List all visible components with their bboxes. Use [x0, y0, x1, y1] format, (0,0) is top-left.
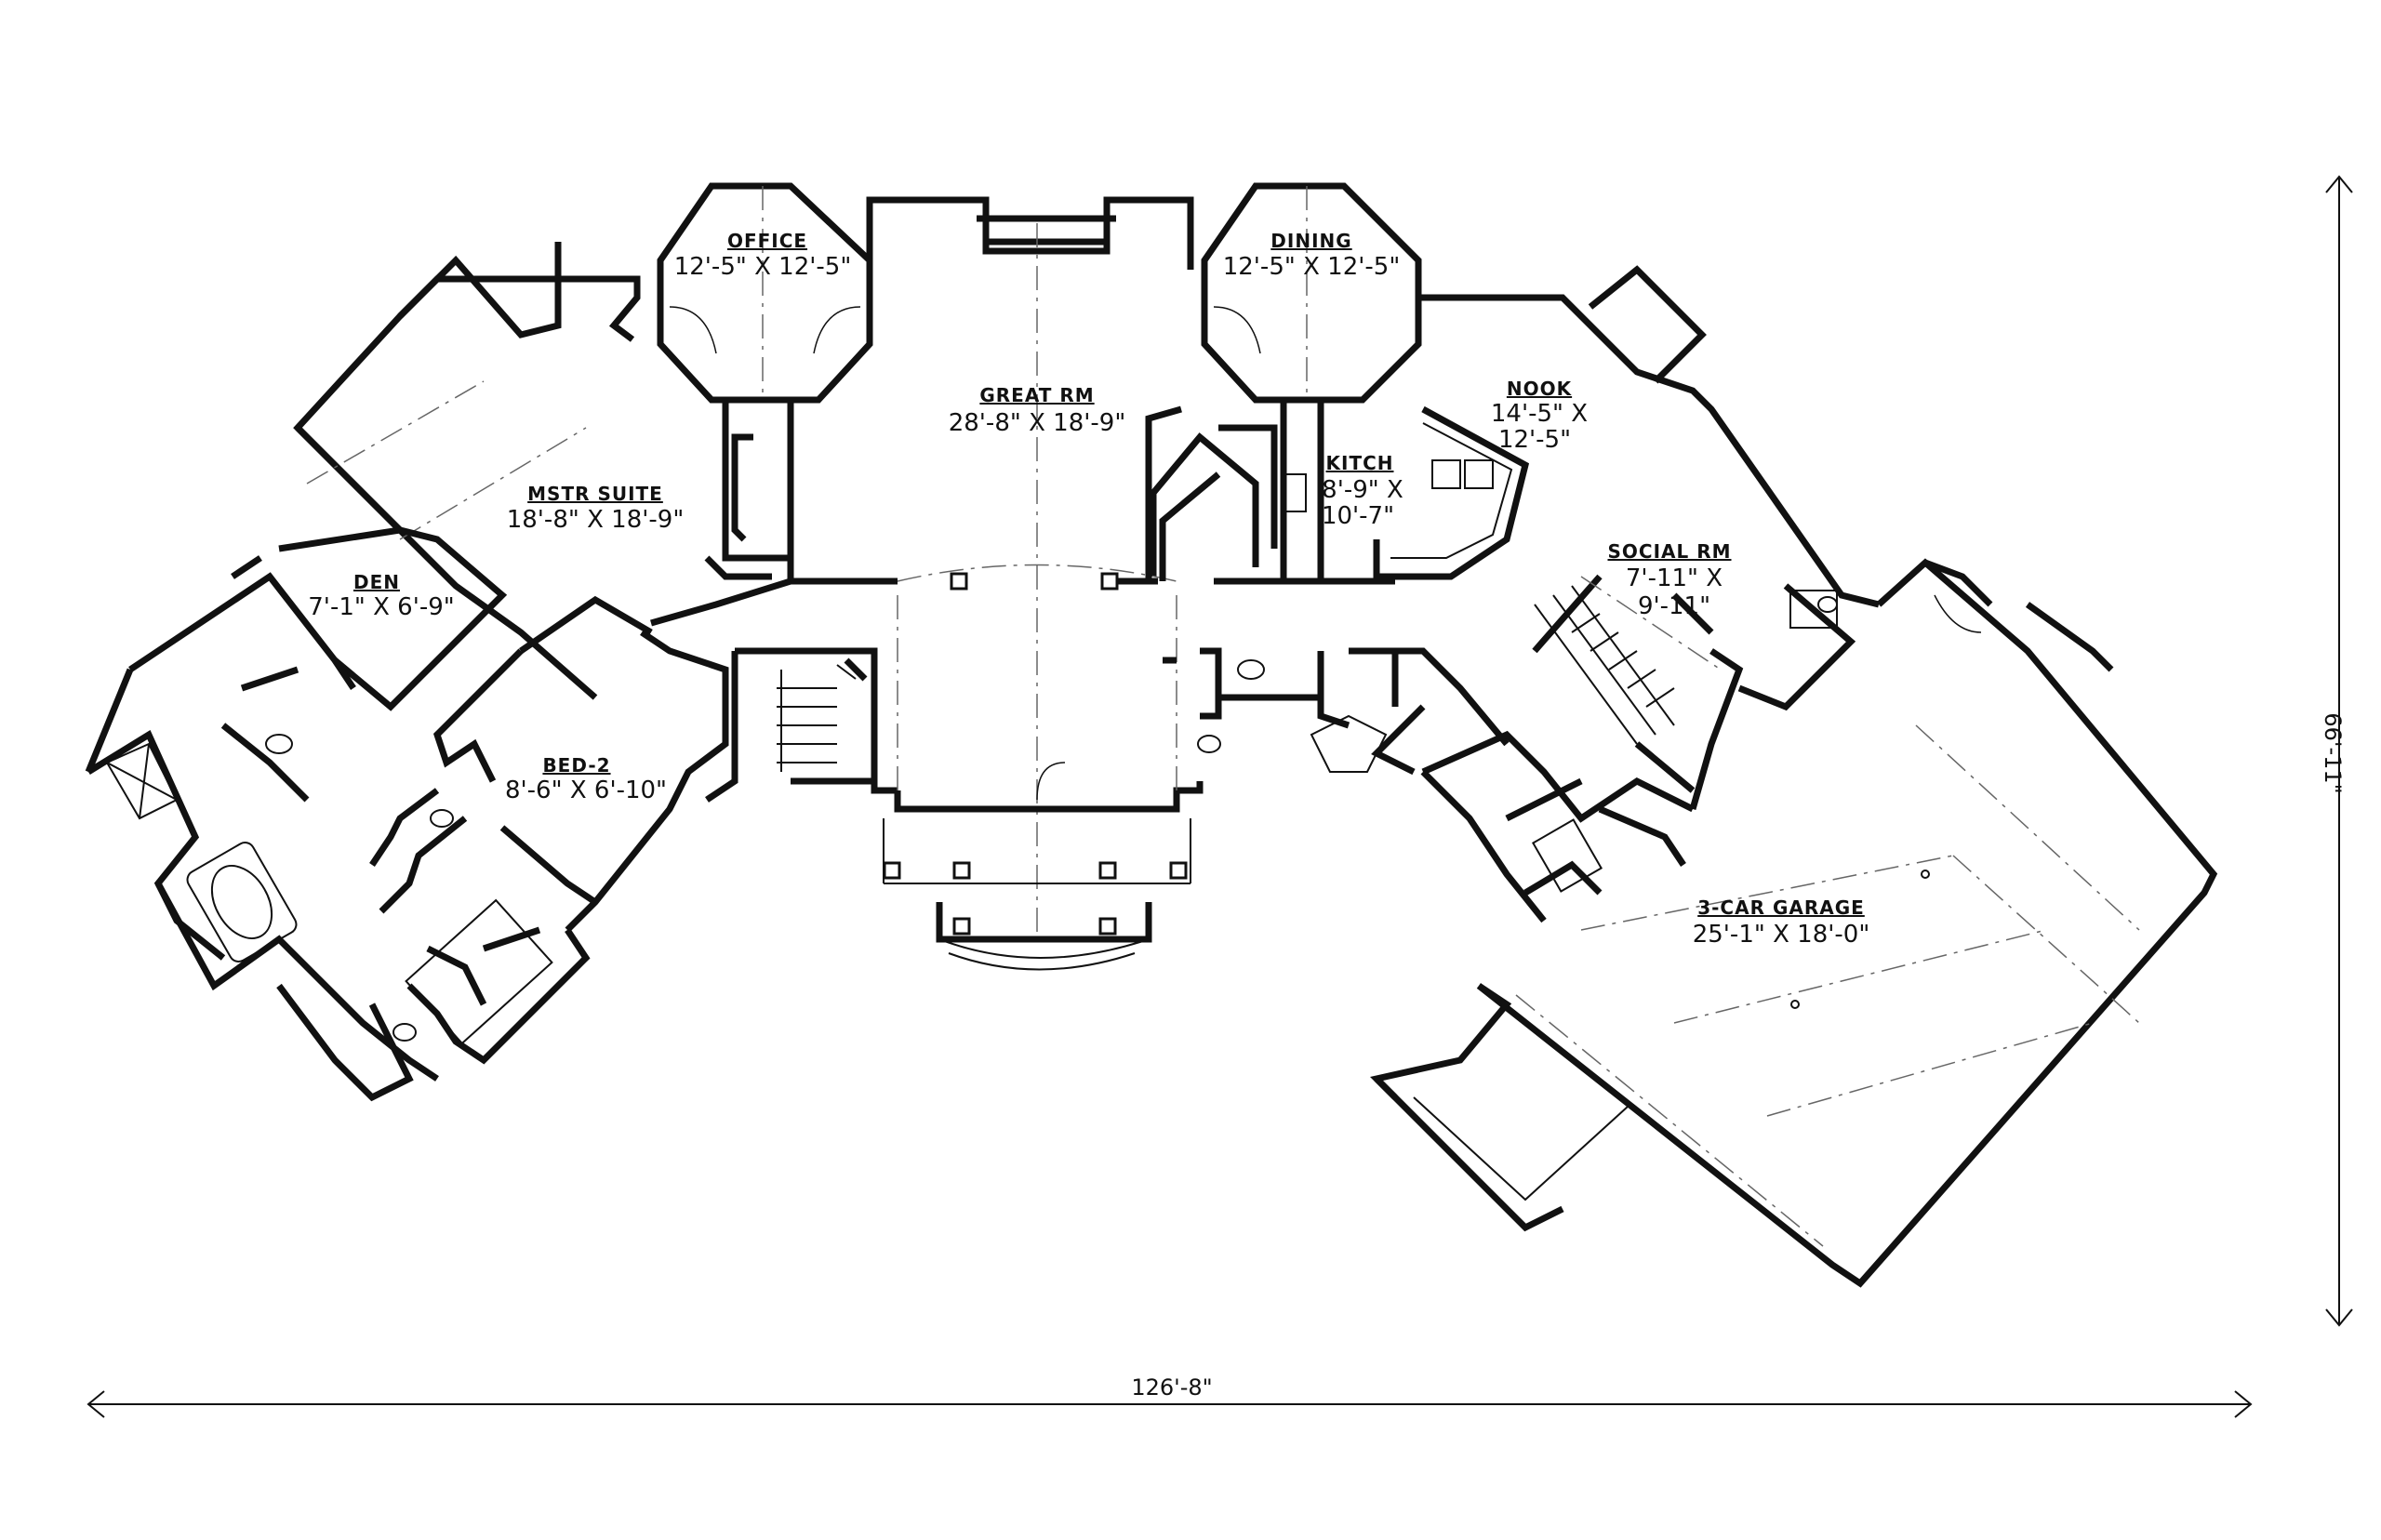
kitchen-dims-1: 8'-9" X [1322, 476, 1403, 504]
foyer-walls [871, 595, 1222, 971]
great-room-dims: 28'-8" X 18'-9" [949, 409, 1126, 437]
office-octagon [657, 182, 873, 404]
den-walls [231, 526, 508, 711]
nook-name: NOOK [1507, 378, 1573, 400]
bed2-walls [369, 595, 729, 1065]
garage-name: 3-CAR GARAGE [1697, 896, 1865, 919]
nook-dims-1: 14'-5" X [1491, 400, 1588, 428]
overall-width-label: 126'-8" [1131, 1374, 1212, 1401]
overall-depth-label: 66'-11" [2320, 712, 2346, 793]
kitchen-nook-walls [1159, 265, 1880, 608]
office-dims: 12'-5" X 12'-5" [674, 253, 852, 281]
den-dims: 7'-1" X 6'-9" [308, 593, 455, 621]
kitchen-dims-2: 10'-7" [1322, 502, 1394, 530]
room-labels: OFFICE 12'-5" X 12'-5" DINING 12'-5" X 1… [308, 230, 1869, 949]
great-room-name: GREAT RM [979, 384, 1094, 406]
den-name: DEN [353, 571, 400, 593]
social-room-name: SOCIAL RM [1607, 540, 1731, 563]
kitchen-name: KITCH [1326, 452, 1394, 474]
office-name: OFFICE [727, 230, 807, 252]
master-suite-name: MSTR SUITE [527, 483, 663, 505]
bed2-dims: 8'-6" X 6'-10" [505, 777, 667, 804]
overall-width-dimension [86, 1390, 2253, 1418]
dining-octagon [1201, 182, 1422, 404]
overall-depth-dimension [2325, 175, 2353, 1327]
dining-name: DINING [1270, 230, 1351, 252]
center-stair [705, 647, 878, 803]
master-suite-dims: 18'-8" X 18'-9" [507, 506, 685, 534]
social-room-dims-1: 7'-11" X [1626, 564, 1723, 592]
dining-dims: 12'-5" X 12'-5" [1223, 253, 1401, 281]
service-walls [1197, 574, 1856, 923]
nook-dims-2: 12'-5" [1498, 426, 1571, 454]
porch-columns [883, 572, 1188, 936]
master-bath-walls [85, 572, 439, 1102]
garage-dims: 25'-1" X 18'-0" [1693, 921, 1870, 949]
social-room-dims-2: 9'-11" [1638, 592, 1710, 620]
master-suite-walls [293, 242, 792, 700]
bed2-name: BED-2 [542, 754, 610, 777]
garage-walls [1370, 558, 2218, 1288]
